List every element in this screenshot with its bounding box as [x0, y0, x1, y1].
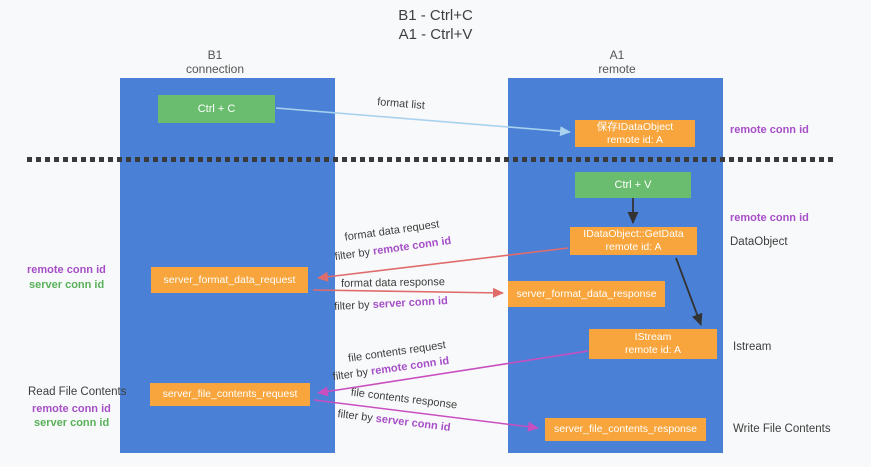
istream-side-label: Istream	[733, 341, 772, 353]
format-list-arrow	[275, 107, 571, 137]
idataobject-getdata-node: IDataObject::GetData remote id: A	[570, 227, 697, 255]
server-format-data-request-node: server_format_data_request	[151, 267, 308, 293]
server-format-data-response-node: server_format_data_response	[508, 281, 665, 307]
getdata-line1: IDataObject::GetData	[583, 228, 684, 240]
filter-by-text: filter by	[333, 298, 373, 313]
istream-line1: IStream	[634, 331, 672, 343]
machine-boundary-dashed-line	[27, 157, 833, 162]
save-idataobject-node: 保存IDataObject remote id: A	[575, 120, 695, 147]
ctrl-v-label: Ctrl + V	[614, 178, 652, 191]
ctrl-v-node: Ctrl + V	[575, 172, 691, 198]
write-file-contents-label: Write File Contents	[733, 423, 831, 435]
left-bottom-server-conn-id: server conn id	[34, 417, 110, 429]
file-contents-request-arrow	[317, 350, 589, 397]
format-data-request-arrow	[317, 247, 569, 282]
server-format-data-request-label: server_format_data_request	[163, 273, 296, 286]
right-top-remote-conn-id: remote conn id	[730, 124, 809, 136]
ctrl-c-label: Ctrl + C	[197, 102, 236, 115]
left-mid-server-conn-id: server conn id	[29, 279, 105, 291]
read-file-contents-label: Read File Contents	[28, 386, 127, 398]
left-column-role: connection	[185, 62, 245, 76]
server-file-contents-response-label: server_file_contents_response	[553, 423, 697, 435]
format-data-response-arrow	[312, 287, 504, 298]
format-data-response-label: format data response	[340, 276, 446, 290]
file-contents-response-arrow	[313, 399, 539, 432]
right-mid-remote-conn-id: remote conn id	[730, 212, 809, 224]
server-file-contents-response-node: server_file_contents_response	[545, 418, 706, 441]
getdata-line2: remote id: A	[605, 241, 662, 253]
save-idataobject-line1: 保存IDataObject	[596, 120, 674, 133]
ctrl-c-node: Ctrl + C	[158, 95, 275, 123]
left-bottom-remote-conn-id: remote conn id	[32, 403, 111, 415]
right-column-name: A1	[609, 48, 625, 62]
server-file-contents-request-label: server_file_contents_request	[162, 388, 298, 400]
title-line-2: A1 - Ctrl+V	[398, 26, 473, 43]
left-column-name: B1	[207, 48, 223, 62]
server-format-data-response-label: server_format_data_response	[516, 287, 657, 300]
diagram-title: B1 - Ctrl+C A1 - Ctrl+V	[0, 6, 871, 44]
server-file-contents-request-node: server_file_contents_request	[150, 383, 310, 406]
left-column-header: B1 connection	[155, 48, 275, 76]
title-line-1: B1 - Ctrl+C	[398, 7, 473, 24]
right-column-role: remote	[598, 62, 636, 76]
getdata-to-istream-arrow	[675, 257, 703, 326]
istream-line2: remote id: A	[624, 344, 682, 356]
right-column-header: A1 remote	[557, 48, 677, 76]
left-mid-remote-conn-id: remote conn id	[27, 264, 106, 276]
istream-node: IStream remote id: A	[589, 329, 717, 359]
dataobject-label: DataObject	[730, 236, 788, 248]
save-idataobject-line2: remote id: A	[606, 133, 664, 146]
